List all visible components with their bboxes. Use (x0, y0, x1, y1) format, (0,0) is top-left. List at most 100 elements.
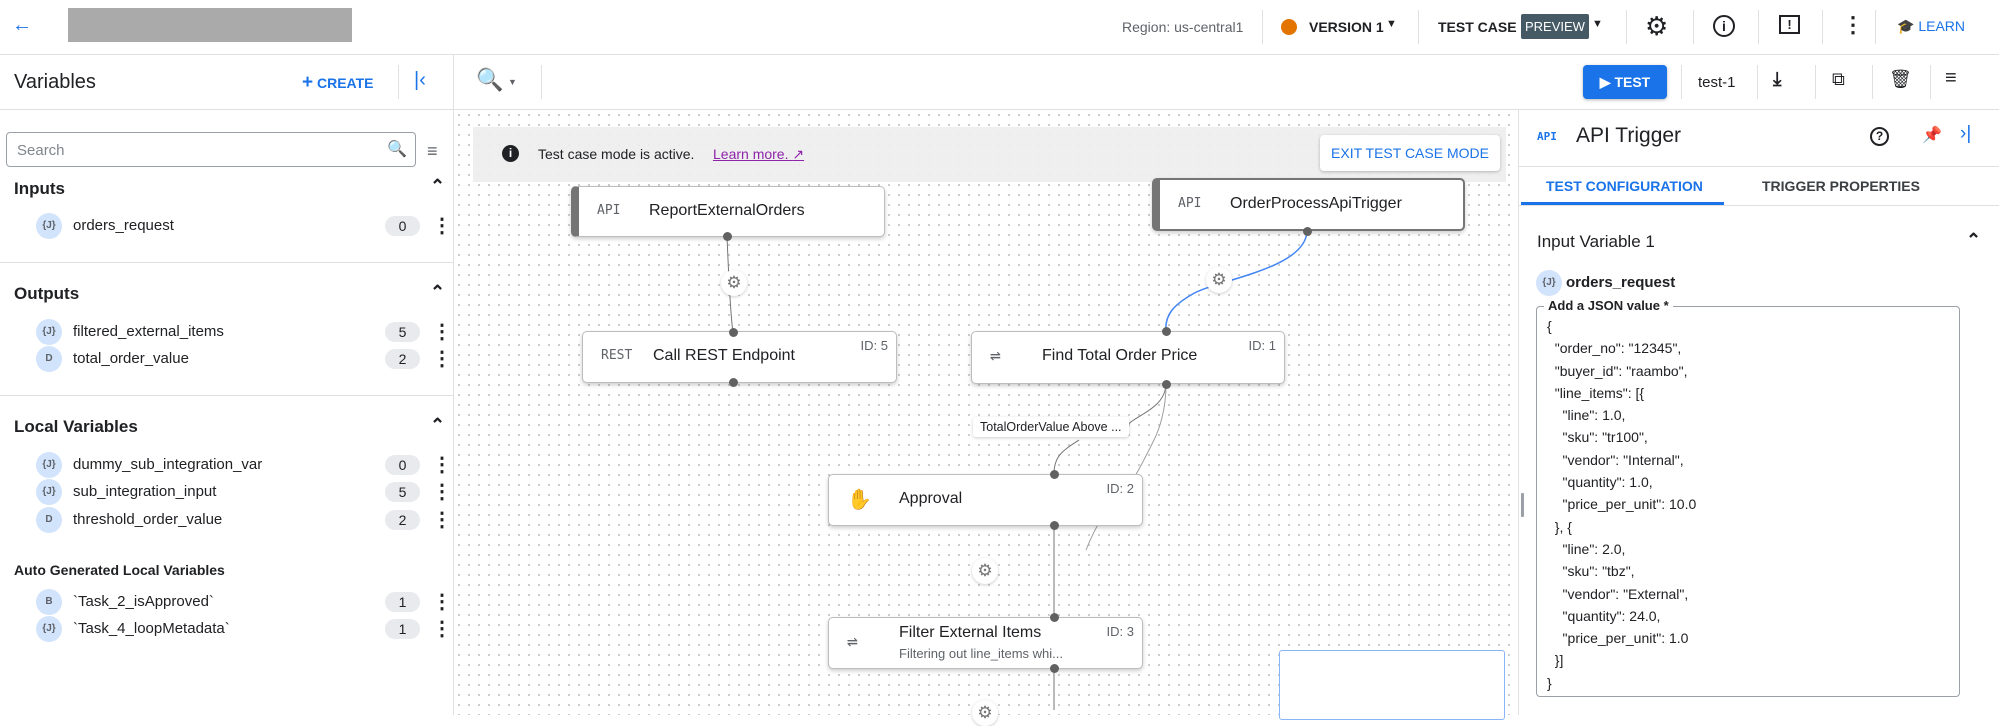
help-icon[interactable]: ? (1870, 127, 1889, 146)
variable-name: threshold_order_value (73, 511, 223, 528)
delete-icon[interactable]: 🗑 (1889, 69, 1912, 89)
create-variable-button[interactable]: + CREATE (302, 72, 374, 94)
data-mapping-icon: ⇌ (847, 631, 858, 652)
close-panel-icon[interactable]: ›| (1960, 123, 1972, 144)
more-vert-icon[interactable]: ⋮ (432, 321, 452, 343)
inputs-heading: Inputs (14, 179, 65, 198)
back-arrow-icon[interactable]: ← (12, 14, 32, 36)
sort-filter-icon[interactable]: ≡ (427, 141, 438, 161)
more-vert-icon[interactable]: ⋮ (432, 618, 452, 640)
variable-name: orders_request (73, 217, 174, 234)
json-type-icon: {J} (36, 452, 62, 478)
chevron-up-icon[interactable]: ⌃ (430, 415, 446, 435)
test-case-name[interactable]: test-1 (1698, 74, 1736, 91)
minimap[interactable] (1279, 650, 1505, 720)
banner-text: Test case mode is active. (538, 146, 695, 162)
edge (1125, 384, 1167, 428)
edge (1053, 439, 1080, 475)
test-case-label[interactable]: TEST CASE (1438, 19, 1517, 35)
active-tab-indicator (1521, 202, 1724, 205)
edge-settings-gear-icon[interactable]: ⚙ (972, 700, 998, 726)
usage-count-badge: 5 (385, 322, 420, 342)
more-vert-icon[interactable]: ⋮ (432, 454, 452, 476)
integration-canvas[interactable]: i Test case mode is active. Learn more. … (453, 110, 1518, 726)
node-id: ID: 1 (1248, 338, 1276, 353)
collapse-panel-icon[interactable]: |‹ (414, 69, 426, 91)
json-value-textarea[interactable]: { "order_no": "12345", "buyer_id": "raam… (1536, 306, 1960, 697)
top-bar: ← Region: us-central1 VERSION 1 ▼ TEST C… (0, 0, 1999, 55)
usage-count-badge: 5 (385, 482, 420, 502)
more-vert-icon[interactable]: ⋮ (432, 215, 452, 237)
panel-resize-handle[interactable] (1521, 493, 1524, 517)
more-vert-icon[interactable]: ⋮ (432, 591, 452, 613)
more-vert-icon[interactable]: ⋮ (432, 509, 452, 531)
hand-icon: ✋ (847, 487, 872, 511)
search-placeholder: Search (17, 142, 65, 159)
download-icon[interactable]: ⤓ (1773, 69, 1782, 90)
outputs-heading: Outputs (14, 284, 80, 303)
variable-item[interactable]: B`Task_2_isApproved`1⋮ (36, 589, 452, 615)
usage-count-badge: 1 (385, 619, 420, 639)
edge-condition-label[interactable]: TotalOrderValue Above ... (973, 417, 1129, 437)
tab-test-configuration[interactable]: TEST CONFIGURATION (1546, 178, 1703, 194)
json-type-icon: {J} (36, 616, 62, 642)
search-input[interactable]: Search 🔍 (6, 132, 416, 167)
json-type-icon: {J} (36, 319, 62, 345)
zoom-caret-icon[interactable]: ▼ (508, 77, 517, 87)
zoom-in-icon[interactable]: 🔍 (476, 67, 504, 92)
json-field-label: Add a JSON value * (1544, 298, 1673, 313)
test-case-caret-icon[interactable]: ▼ (1592, 18, 1603, 30)
edge (726, 235, 734, 334)
node-name: ReportExternalOrders (649, 202, 805, 219)
node-id: ID: 5 (860, 338, 888, 353)
variable-name: `Task_2_isApproved` (73, 593, 214, 610)
settings-gear-icon[interactable]: ⚙ (1645, 11, 1669, 41)
version-status-icon (1281, 19, 1297, 35)
exit-test-case-mode-button[interactable]: EXIT TEST CASE MODE (1320, 135, 1500, 171)
copy-icon[interactable]: ⧉ (1832, 69, 1845, 89)
list-icon[interactable]: ≡ (1945, 67, 1957, 89)
info-icon: i (502, 145, 519, 162)
chevron-up-icon[interactable]: ⌃ (430, 176, 446, 196)
edge-settings-gear-icon[interactable]: ⚙ (721, 270, 747, 296)
usage-count-badge: 2 (385, 510, 420, 530)
tab-trigger-properties[interactable]: TRIGGER PROPERTIES (1762, 178, 1920, 194)
version-caret-icon[interactable]: ▼ (1386, 18, 1397, 30)
search-icon[interactable]: 🔍 (387, 141, 407, 158)
create-label: CREATE (317, 75, 374, 91)
chevron-up-icon[interactable]: ⌃ (430, 282, 446, 302)
edge-settings-gear-icon[interactable]: ⚙ (1206, 267, 1232, 293)
open-in-new-icon: ↗ (792, 146, 805, 162)
chevron-up-icon[interactable]: ⌃ (1966, 230, 1982, 250)
variable-item[interactable]: {J}`Task_4_loopMetadata`1⋮ (36, 616, 452, 642)
run-test-button[interactable]: ▶ TEST (1583, 65, 1667, 99)
more-vert-icon[interactable]: ⋮ (432, 481, 452, 503)
version-dropdown[interactable]: VERSION 1 (1309, 19, 1384, 35)
node-description: Filtering out line_items whi... (899, 646, 1064, 661)
info-icon[interactable]: i (1713, 15, 1735, 37)
json-type-icon: {J} (36, 479, 62, 505)
local-variables-heading: Local Variables (14, 417, 138, 436)
edge-settings-gear-icon[interactable]: ⚙ (972, 558, 998, 584)
learn-more-link[interactable]: Learn more. ↗ (713, 146, 804, 163)
api-icon: API (1537, 130, 1557, 143)
more-vert-icon[interactable]: ⋮ (432, 348, 452, 370)
learn-button[interactable]: 🎓 LEARN (1897, 18, 1965, 35)
pin-icon[interactable]: 📌 (1922, 127, 1942, 144)
node-name: Find Total Order Price (1042, 347, 1198, 364)
more-vert-icon[interactable]: ⋮ (1842, 12, 1864, 37)
feedback-icon[interactable]: ! (1779, 15, 1800, 34)
json-type-icon: {J} (1536, 270, 1562, 296)
